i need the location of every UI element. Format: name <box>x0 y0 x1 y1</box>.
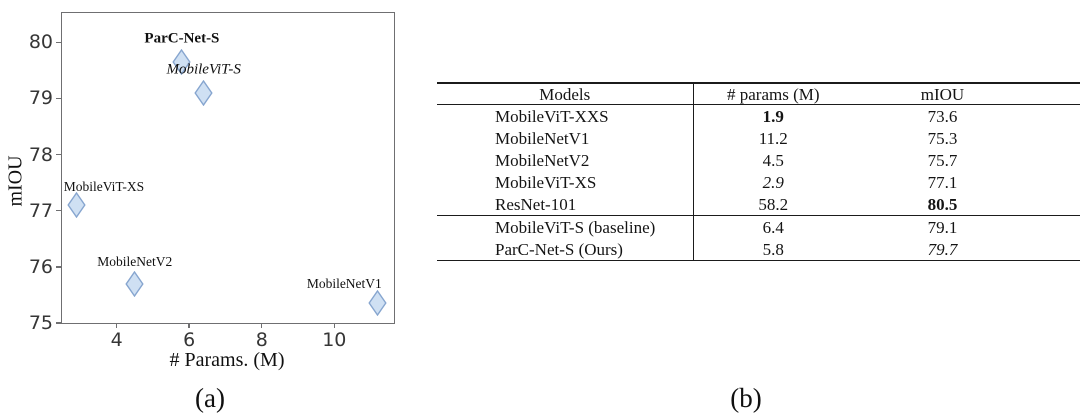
x-axis-tick-label: 6 <box>183 329 196 351</box>
params-value-cell: 2.9 <box>762 172 784 192</box>
model-name-cell: MobileNetV1 <box>437 127 694 149</box>
table-row: MobileNetV1 11.2 75.3 <box>437 127 1080 149</box>
y-axis-tick <box>55 41 62 43</box>
data-point-label: MobileViT-S <box>166 60 241 77</box>
miou-value-cell: 75.3 <box>927 128 958 148</box>
model-name-cell: MobileViT-XXS <box>437 104 694 127</box>
params-value-cell: 58.2 <box>693 193 853 216</box>
model-name-cell: MobileViT-S (baseline) <box>437 215 694 238</box>
data-point-diamond <box>194 79 213 106</box>
data-point-diamond <box>368 290 387 317</box>
y-axis-tick-label: 79 <box>28 87 53 110</box>
y-axis-tick <box>55 322 62 324</box>
data-point-label: ParC-Net-S <box>144 30 220 47</box>
x-axis-tick <box>115 323 118 328</box>
params-value-cell: 11.2 <box>758 128 788 148</box>
data-point-diamond <box>172 48 192 76</box>
x-axis-tick <box>261 323 263 328</box>
y-axis-tick <box>55 153 62 156</box>
miou-value-cell: 80.5 <box>853 193 1080 216</box>
data-point-diamond <box>125 270 144 297</box>
y-axis-tick <box>55 97 62 100</box>
x-axis-tick-label: 8 <box>255 329 268 351</box>
data-point-diamond <box>67 191 86 219</box>
model-name-cell: MobileNetV2 <box>437 149 694 171</box>
table-row: MobileViT-S (baseline) 6.4 79.1 <box>437 215 1080 238</box>
plot-area <box>61 12 395 324</box>
miou-value-cell: 79.1 <box>927 217 958 237</box>
model-name-cell: MobileViT-XS <box>437 171 694 193</box>
miou-value-cell: 77.1 <box>927 172 958 192</box>
x-axis-tick <box>188 323 190 328</box>
data-point-label: MobileNetV2 <box>97 253 173 269</box>
x-axis-tick-label: 4 <box>110 329 123 351</box>
y-axis-tick-label: 76 <box>28 255 53 278</box>
x-axis-label: # Params. (M) <box>169 349 285 371</box>
column-header: # params (M) <box>693 83 853 105</box>
y-axis-tick <box>55 209 62 212</box>
data-point-label: MobileNetV1 <box>306 276 382 292</box>
table-row: MobileNetV2 4.5 75.7 <box>437 149 1080 171</box>
y-axis-tick-label: 80 <box>28 31 53 54</box>
model-name-cell: ResNet-101 <box>437 193 694 216</box>
table-row: MobileViT-XXS 1.9 73.6 <box>437 104 1080 127</box>
column-header: Models <box>437 83 694 105</box>
params-value-cell: 6.4 <box>762 217 784 237</box>
subfigure-a-caption: (a) <box>195 383 225 413</box>
x-axis-tick <box>333 323 335 328</box>
miou-value-cell: 75.7 <box>927 150 958 170</box>
y-axis-tick <box>55 266 62 268</box>
x-axis-tick-label: 10 <box>322 329 347 351</box>
y-axis-tick-label: 78 <box>28 143 53 166</box>
data-point-label: MobileViT-XS <box>63 178 145 194</box>
table-header: Models# params (M)mIOU <box>437 83 1080 105</box>
table-header-row: Models# params (M)mIOU <box>437 83 1080 105</box>
table-row: MobileViT-XS 2.9 77.1 <box>437 171 1080 193</box>
model-name-cell: ParC-Net-S (Ours) <box>437 238 694 261</box>
miou-value-cell: 79.7 <box>853 238 1080 261</box>
y-axis-tick-label: 75 <box>28 312 53 334</box>
column-header: mIOU <box>853 83 1080 105</box>
params-value-cell: 4.5 <box>762 150 784 170</box>
miou-value-cell: 73.6 <box>927 106 958 126</box>
subfigure-b-caption: (b) <box>730 383 762 413</box>
y-axis-tick-label: 77 <box>28 199 53 222</box>
results-table: Models# params (M)mIOU MobileViT-XXS 1.9 7… <box>437 82 1080 261</box>
params-value-cell: 1.9 <box>762 106 784 126</box>
params-value-cell: 5.8 <box>693 238 853 261</box>
